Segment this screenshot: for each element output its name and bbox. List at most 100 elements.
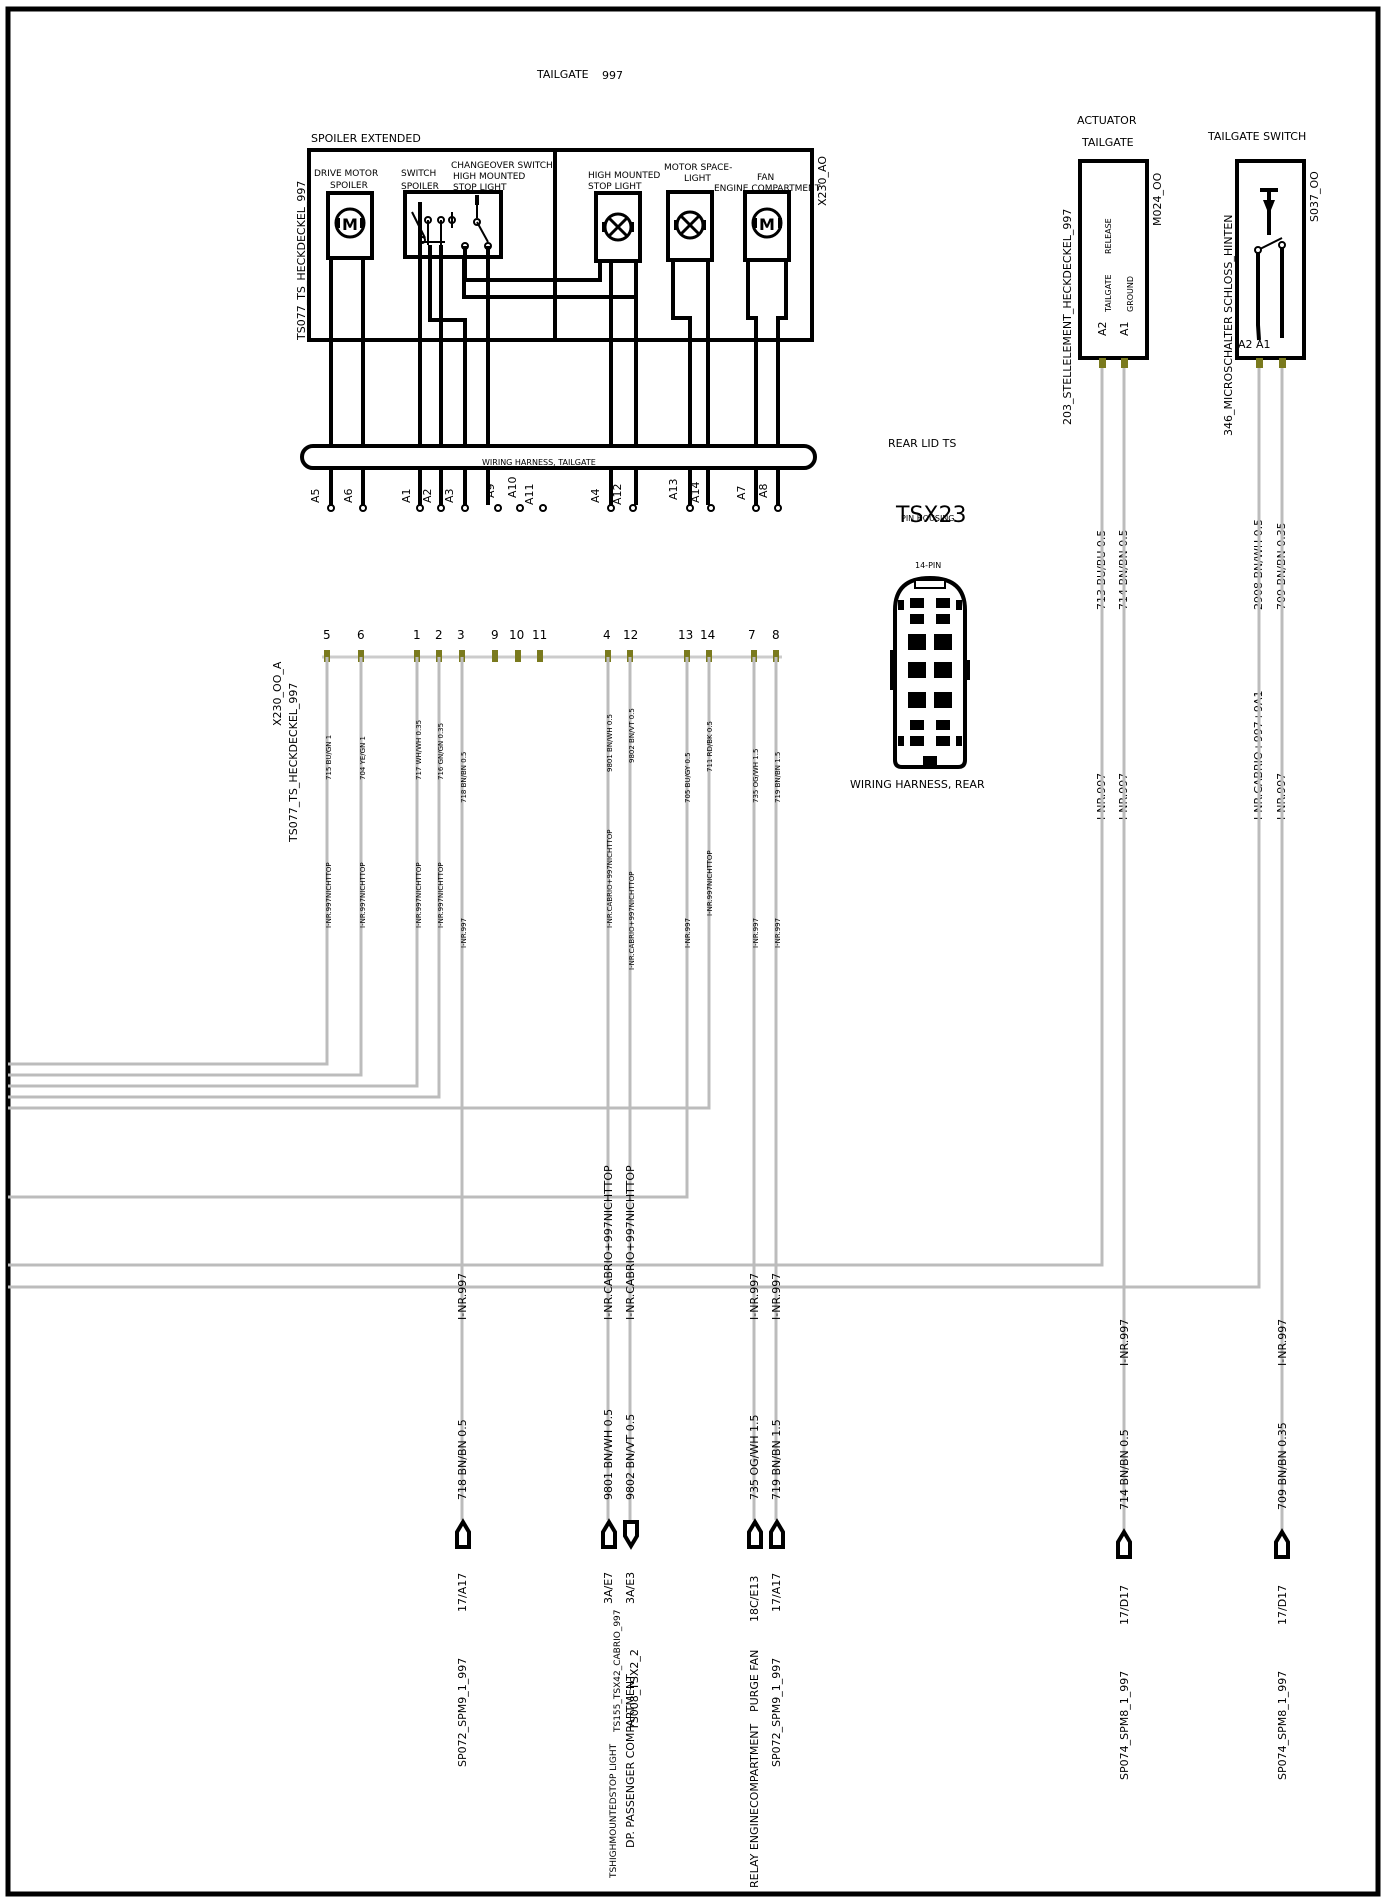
svg-text:716 GN/GN 0.35: 716 GN/GN 0.35 (437, 723, 445, 780)
hmsl-lamp-box (594, 191, 642, 263)
pin-count-label: 14-PIN (915, 561, 941, 570)
svg-text:A11: A11 (523, 483, 536, 505)
svg-text:735 OG/WH 1.5: 735 OG/WH 1.5 (748, 1414, 761, 1500)
svg-text:SP072_SPM9_1_997: SP072_SPM9_1_997 (456, 1658, 469, 1767)
motor-space-label: MOTOR SPACE- (664, 163, 732, 173)
diagram-title: TAILGATE (536, 68, 589, 81)
svg-text:A1: A1 (400, 488, 413, 503)
bottom-ref-labels: 17/A17 3A/E7 3A/E3 18C/E13 17/A17 17/D17… (456, 1572, 1289, 1625)
fan-label: FAN (757, 173, 774, 183)
drive-motor-label-2: SPOILER (330, 181, 368, 191)
svg-text:A8: A8 (757, 483, 770, 498)
svg-text:I-NR.997: I-NR.997 (684, 918, 692, 948)
changeover-label-3: STOP LIGHT (453, 183, 507, 193)
svg-text:I-NR.997: I-NR.997 (774, 918, 782, 948)
svg-text:17/A17: 17/A17 (770, 1573, 783, 1612)
svg-text:TS155_TSX42_CABRIO_997: TS155_TSX42_CABRIO_997 (613, 1609, 623, 1733)
drive-motor-box (326, 191, 374, 260)
spoiler-extended-label: SPOILER EXTENDED (311, 132, 421, 145)
svg-text:718 BN/BN 0.5: 718 BN/BN 0.5 (456, 1419, 469, 1500)
svg-text:9802 BN/VT 0.5: 9802 BN/VT 0.5 (624, 1414, 637, 1500)
svg-text:M: M (759, 215, 775, 234)
svg-text:I-NR.997: I-NR.997 (1276, 1319, 1289, 1366)
svg-text:I-NR.CABRIO+997NICHTTOP: I-NR.CABRIO+997NICHTTOP (628, 872, 636, 970)
pin-housing-label: PIN HOUSING (901, 514, 955, 523)
svg-text:GROUND: GROUND (1126, 276, 1135, 312)
pin-circles (327, 504, 782, 512)
pin-num-4: 4 (603, 628, 611, 642)
tailgate-switch-component: 346_MICROSCHALTER SCHLOSS_HINTEN (1222, 214, 1235, 436)
svg-text:TAILGATE: TAILGATE (1104, 274, 1113, 313)
svg-text:DP. PASSENGER COMPARTMENT: DP. PASSENGER COMPARTMENT (624, 1674, 637, 1848)
pin-num-5: 5 (323, 628, 331, 642)
harness-rear-label: WIRING HARNESS, REAR (850, 778, 985, 791)
pin-num-13: 13 (678, 628, 693, 642)
svg-text:I-NR.997: I-NR.997 (748, 1273, 761, 1320)
svg-text:I-NR.997: I-NR.997 (1118, 1319, 1131, 1366)
pin-num-12: 12 (623, 628, 638, 642)
diagram-model: 997 (602, 69, 623, 82)
actuator-box (1078, 159, 1149, 360)
svg-text:9802 BN/VT 0.5: 9802 BN/VT 0.5 (628, 708, 636, 763)
svg-text:18C/E13: 18C/E13 (748, 1576, 761, 1622)
switch-spoiler-label-2: SPOILER (401, 182, 439, 192)
bottom-wire-labels: 718 BN/BN 0.5 9801 BN/WH 0.5 9802 BN/VT … (456, 1409, 1289, 1510)
left-component-id: TS077_TS_HECKDECKEL_997 (295, 181, 308, 341)
actuator-id: M024_OO (1151, 172, 1164, 226)
svg-text:715 BU/GN 1: 715 BU/GN 1 (325, 735, 333, 780)
svg-text:I-NR.CABRIO+997NICHTTOP: I-NR.CABRIO+997NICHTTOP (606, 830, 614, 928)
svg-text:I-NR.CABRIO+997NICHTTOP: I-NR.CABRIO+997NICHTTOP (602, 1165, 615, 1320)
harness-tube (300, 444, 817, 470)
wire-terminals (455, 1518, 1290, 1559)
actuator-title-2: TAILGATE (1081, 136, 1134, 149)
svg-text:A12: A12 (611, 483, 624, 505)
svg-text:709 BN/BN 0.35: 709 BN/BN 0.35 (1276, 1422, 1289, 1510)
pin-num-10: 10 (509, 628, 524, 642)
page-frame (5, 6, 1381, 1897)
svg-text:17/D17: 17/D17 (1276, 1585, 1289, 1625)
drive-motor-label: DRIVE MOTOR (314, 169, 378, 179)
hmsl-label-2: STOP LIGHT (588, 182, 642, 192)
small-wire-labels: 715 BU/GN 1 704 YE/GN 1 717 WH/WH 0.35 7… (325, 708, 782, 970)
svg-text:M: M (342, 215, 358, 234)
svg-text:PURGE FAN: PURGE FAN (748, 1650, 761, 1712)
svg-text:A14: A14 (689, 481, 702, 503)
fan-box (743, 190, 791, 262)
svg-text:A4: A4 (589, 488, 602, 503)
hmsl-label: HIGH MOUNTED (588, 171, 660, 181)
pin-num-7: 7 (748, 628, 756, 642)
svg-text:I-NR.997NICHTTOP: I-NR.997NICHTTOP (359, 862, 367, 928)
svg-text:TS008_TSX2_2: TS008_TSX2_2 (628, 1649, 641, 1731)
svg-text:A9: A9 (484, 483, 497, 498)
actuator-title: ACTUATOR (1077, 114, 1137, 127)
svg-text:714 BN/BN 0.5: 714 BN/BN 0.5 (1118, 1429, 1131, 1510)
tailgate-switch-pins: A2 A1 (1238, 338, 1271, 351)
svg-text:I-NR.997: I-NR.997 (752, 918, 760, 948)
svg-text:A6: A6 (342, 488, 355, 503)
svg-text:9801 BN/WH 0.5: 9801 BN/WH 0.5 (606, 714, 614, 772)
connector-row-id: X230_OO_A (271, 661, 284, 726)
connector-row-component: TS077_TS_HECKDECKEL_997 (287, 683, 300, 843)
bottom-dest-labels: SP072_SPM9_1_997 TS155_TSX42_CABRIO_997 … (456, 1609, 1289, 1888)
connector-x230-ao: X230_AO (816, 156, 829, 206)
svg-text:17/D17: 17/D17 (1118, 1585, 1131, 1625)
microswitch-icon (1254, 188, 1286, 341)
svg-text:719 BN/BN 1.5: 719 BN/BN 1.5 (770, 1419, 783, 1500)
svg-text:A10: A10 (506, 476, 519, 498)
harness-pin-labels: A5 A6 A1 A2 A3 A9 A10 A11 A4 A12 A13 A14… (309, 476, 770, 505)
tailgate-switch-id: S037_OO (1308, 171, 1321, 222)
changeover-label-2: HIGH MOUNTED (453, 172, 525, 182)
rear-lid-label: REAR LID TS (888, 437, 956, 450)
svg-text:3A/E3: 3A/E3 (624, 1572, 637, 1604)
svg-text:704 YE/GN 1: 704 YE/GN 1 (359, 736, 367, 780)
space-light-box (666, 190, 714, 262)
changeover-label: CHANGEOVER SWITCH (451, 161, 553, 171)
svg-text:I-NR.997: I-NR.997 (460, 918, 468, 948)
svg-text:RELEASE: RELEASE (1104, 218, 1113, 254)
svg-text:A2: A2 (421, 488, 434, 503)
svg-text:I-NR.997NICHTTOP: I-NR.997NICHTTOP (706, 850, 714, 916)
svg-text:A13: A13 (667, 478, 680, 500)
actuator-component: 203_STELLELEMENT_HECKDECKEL_997 (1061, 209, 1074, 425)
tsx23-connector-icon (890, 575, 970, 769)
